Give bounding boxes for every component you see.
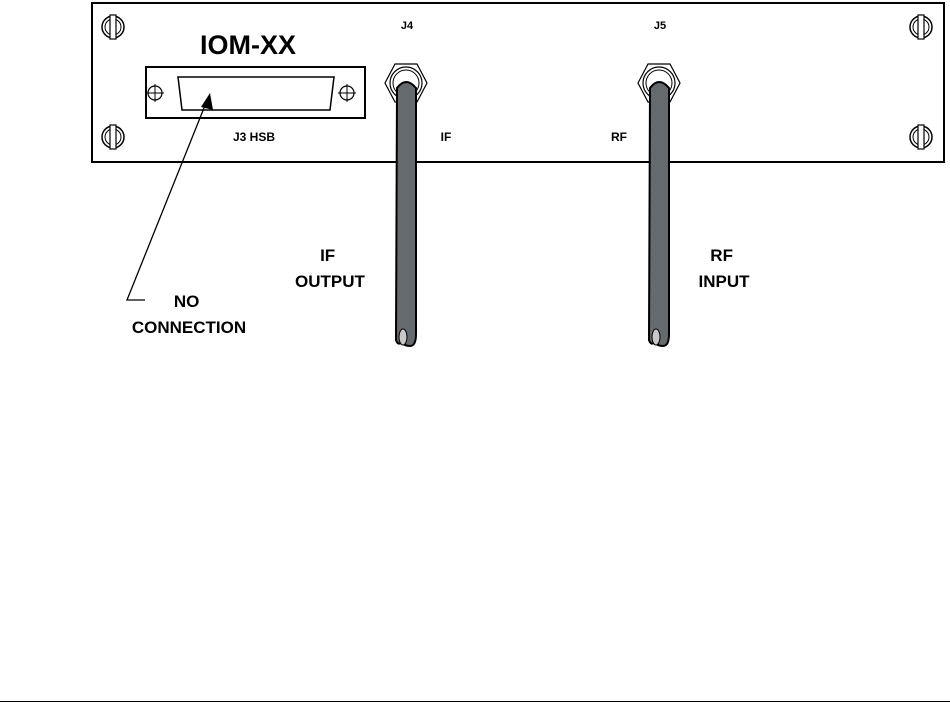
no-connection-label: NO CONNECTION bbox=[132, 292, 246, 337]
panel-title: IOM-XX bbox=[200, 30, 296, 60]
mounting-screw-icon bbox=[101, 14, 125, 40]
rf-input-cable bbox=[647, 81, 670, 348]
mounting-screw-icon bbox=[909, 14, 933, 40]
j5-label: J5 bbox=[654, 20, 666, 32]
j4-label: J4 bbox=[401, 20, 414, 32]
j3-dsub-connector bbox=[145, 66, 366, 119]
rf-port-label: RF bbox=[611, 130, 627, 144]
if-output-label: IF OUTPUT bbox=[295, 246, 366, 291]
if-output-cable bbox=[394, 81, 417, 348]
no-connection-leader bbox=[126, 93, 213, 301]
rf-input-label: RF INPUT bbox=[699, 246, 751, 291]
if-port-label: IF bbox=[441, 130, 452, 144]
page-bottom-rule bbox=[0, 701, 950, 702]
mounting-screw-icon bbox=[101, 124, 125, 150]
mounting-screw-icon bbox=[909, 124, 933, 150]
j3-label: J3 HSB bbox=[233, 130, 275, 144]
